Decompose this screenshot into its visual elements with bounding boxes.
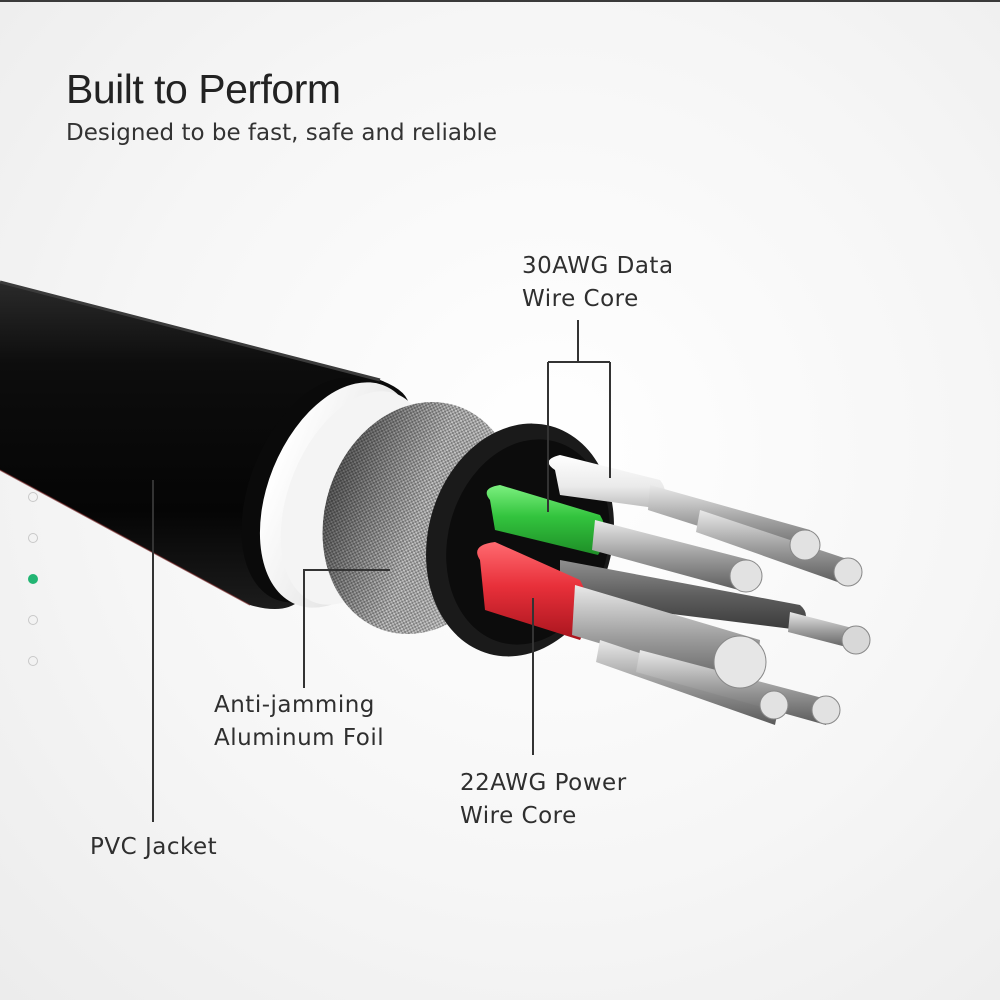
pagination-dot[interactable] xyxy=(28,615,38,625)
callout-lines xyxy=(152,320,611,822)
gray-wire xyxy=(560,560,871,655)
foil-label-line2: Aluminum Foil xyxy=(214,725,385,751)
pagination-dot[interactable] xyxy=(28,533,38,543)
jacket-label-line1: PVC Jacket xyxy=(90,834,218,860)
pagination-dot[interactable] xyxy=(28,492,38,502)
foil-label-line1: Anti-jamming xyxy=(214,692,375,718)
pagination-dot-active[interactable] xyxy=(28,574,38,584)
green-data-wire xyxy=(486,485,763,593)
jacket-label: PVC Jacket xyxy=(90,831,217,864)
foil-label: Anti-jamming Aluminum Foil xyxy=(214,689,384,755)
data-wire-label-line2: Wire Core xyxy=(522,286,639,312)
foil-callout xyxy=(303,569,390,688)
data-wire-label-line1: 30AWG Data xyxy=(522,253,674,279)
top-border xyxy=(0,0,1000,2)
page-title: Built to Perform xyxy=(66,66,341,112)
power-wire-label-line1: 22AWG Power xyxy=(460,770,627,796)
page-subtitle: Designed to be fast, safe and reliable xyxy=(66,120,498,146)
data-wire-callout xyxy=(547,320,611,512)
data-wire-label: 30AWG Data Wire Core xyxy=(522,250,674,316)
power-wire-label-line2: Wire Core xyxy=(460,803,577,829)
pagination-dots xyxy=(28,490,42,670)
red-power-wire xyxy=(477,542,841,725)
white-data-wire xyxy=(548,455,863,587)
pagination-dot[interactable] xyxy=(28,656,38,666)
power-wire-label: 22AWG Power Wire Core xyxy=(460,767,627,833)
